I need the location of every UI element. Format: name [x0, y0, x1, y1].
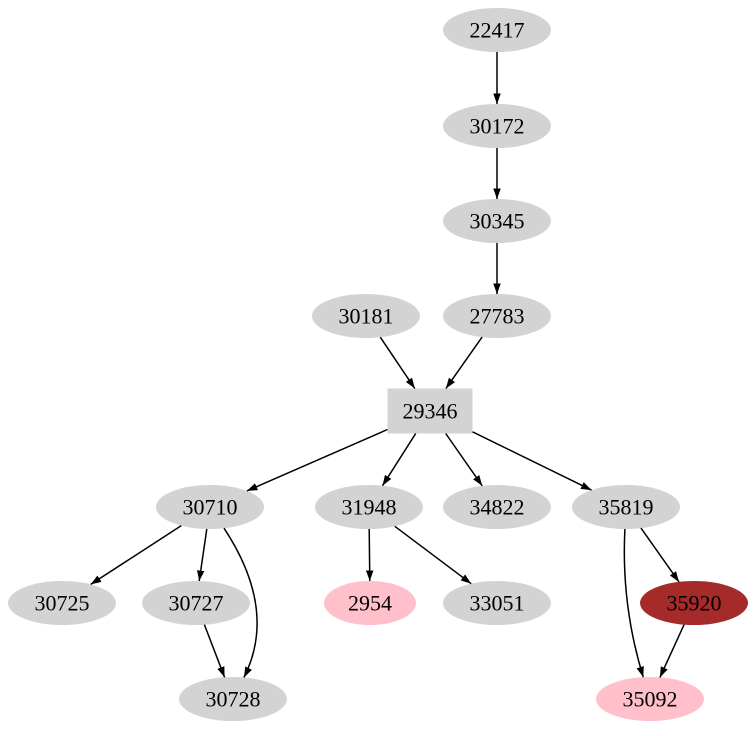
graph-node-30727 [142, 581, 250, 625]
graph-edge-29346-35819 [472, 431, 592, 491]
graph-edge-30727-30728 [203, 624, 226, 678]
graph-edge-31948-2954 [365, 528, 374, 582]
graph-node-label-30728: 30728 [206, 687, 261, 712]
graph-node-label-29346: 29346 [403, 399, 458, 424]
graph-node-30172 [443, 104, 551, 148]
graph-node-22417 [443, 8, 551, 52]
graph-node-label-34822: 34822 [470, 495, 525, 520]
graph-node-label-30725: 30725 [35, 591, 90, 616]
graph-node-35920 [640, 581, 748, 625]
graph-node-label-30181: 30181 [339, 304, 394, 329]
graph-node-35092 [596, 677, 704, 721]
graph-node-33051 [443, 581, 551, 625]
graph-node-30710 [156, 485, 264, 529]
graph-edge-35819-35092 [623, 528, 645, 678]
graph-edge-30710-30728 [223, 527, 258, 678]
graph-node-label-30172: 30172 [470, 114, 525, 139]
graph-edge-29346-34822 [445, 433, 483, 487]
graph-node-29346 [387, 388, 473, 434]
graph-node-31948 [315, 485, 423, 529]
graph-node-2954 [324, 581, 416, 625]
graph-nodes-layer: 22417 30172 30345 27783 30181 29346 30710 31948… [8, 8, 748, 721]
graph-node-27783 [443, 294, 551, 338]
graph-node-34822 [443, 485, 551, 529]
graph-edges-layer [90, 52, 685, 678]
graph-edge-30710-30727 [197, 528, 208, 582]
graph-edge-35920-35092 [659, 624, 685, 678]
graph-node-label-35819: 35819 [599, 495, 654, 520]
graph-node-label-30727: 30727 [169, 591, 224, 616]
graph-edge-35819-35920 [640, 527, 680, 583]
graph-node-35819 [572, 485, 680, 529]
graph-node-30725 [8, 581, 116, 625]
graph-node-label-30345: 30345 [470, 209, 525, 234]
graph-node-30345 [443, 199, 551, 243]
graph-node-label-22417: 22417 [470, 18, 525, 43]
graph-node-label-35920: 35920 [667, 591, 722, 616]
graph-edge-31948-33051 [394, 525, 472, 585]
graph-node-label-31948: 31948 [342, 495, 397, 520]
graph-edge-29346-30710 [246, 428, 388, 492]
graph-node-30181 [312, 294, 420, 338]
graph-node-label-33051: 33051 [470, 591, 525, 616]
graph-edge-30710-30725 [90, 524, 182, 586]
graph-node-30728 [179, 677, 287, 721]
graph-edge-29346-31948 [381, 433, 417, 487]
graph-node-label-35092: 35092 [623, 687, 678, 712]
graph-node-label-2954: 2954 [348, 591, 392, 616]
graph-node-label-27783: 27783 [470, 304, 525, 329]
graph-node-label-30710: 30710 [183, 495, 238, 520]
graph-edge-27783-29346 [445, 336, 483, 389]
graph-edge-30181-29346 [379, 336, 416, 389]
